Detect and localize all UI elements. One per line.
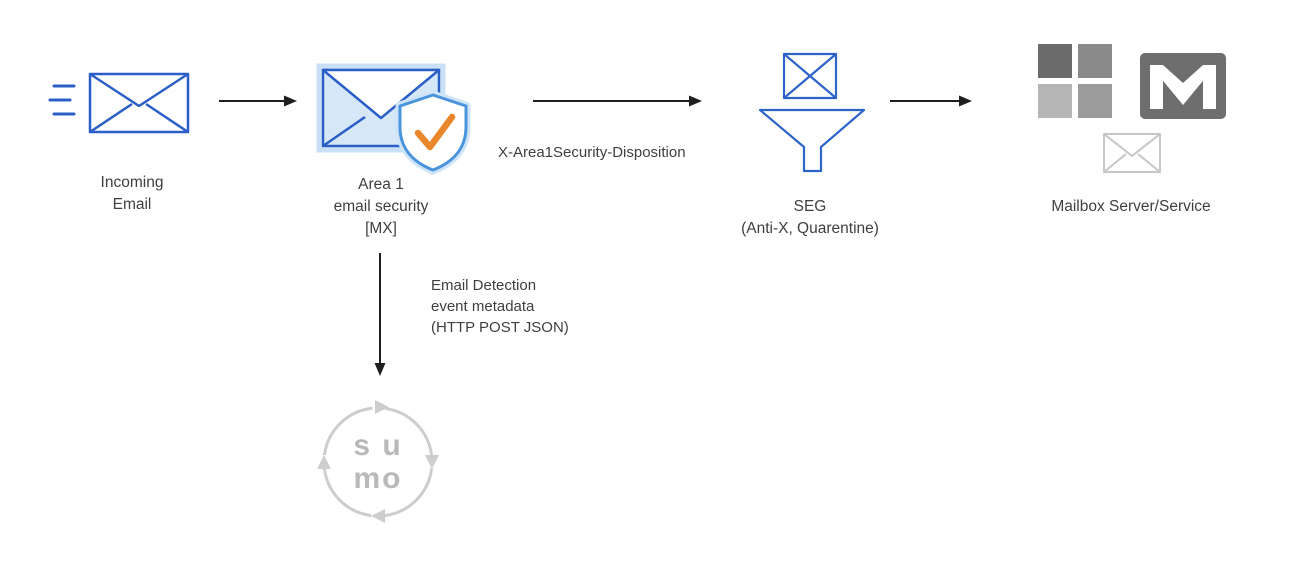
area1-label-line1: Area 1 [358,176,404,193]
arrow-incoming-to-area1 [218,91,298,116]
disposition-edge-label: X-Area1Security-Disposition [498,144,686,161]
metadata-edge-label-line1: Email Detection [431,277,537,294]
sumo-logo-text: s u mo [311,429,445,495]
area1-label: Area 1 email security [MX] [301,174,461,240]
microsoft-logo-icon [1038,44,1112,123]
incoming-email-label: Incoming Email [62,172,202,216]
sumo-logic-logo: s u mo [311,395,445,529]
seg-funnel-envelope-icon [755,50,870,180]
area1-label-line2: email security [333,198,429,215]
sumo-logo-text-line1: s u [353,429,403,462]
incoming-email-label-line2: Email [112,196,152,213]
arrow-seg-to-mailbox [889,91,973,116]
envelope-outline-icon [1103,133,1161,178]
area1-label-line3: [MX] [365,220,397,237]
seg-label: SEG (Anti-X, Quarentine) [690,196,930,240]
metadata-edge-label: Email Detection event metadata (HTTP POS… [431,275,651,338]
arrow-area1-to-seg [532,91,704,116]
incoming-email-icon [48,70,193,143]
sumo-logo-text-line2: mo [353,462,403,495]
arrow-area1-to-sumo [370,252,390,383]
mailbox-label: Mailbox Server/Service [1051,198,1211,215]
metadata-edge-label-line3: (HTTP POST JSON) [431,319,569,336]
seg-label-line1: SEG [793,198,827,215]
seg-label-line2: (Anti-X, Quarentine) [741,220,879,237]
metadata-edge-label-line2: event metadata [431,298,535,315]
area1-envelope-shield-check-icon [315,60,480,185]
incoming-email-label-line1: Incoming [100,174,164,191]
gmail-icon [1140,53,1226,124]
